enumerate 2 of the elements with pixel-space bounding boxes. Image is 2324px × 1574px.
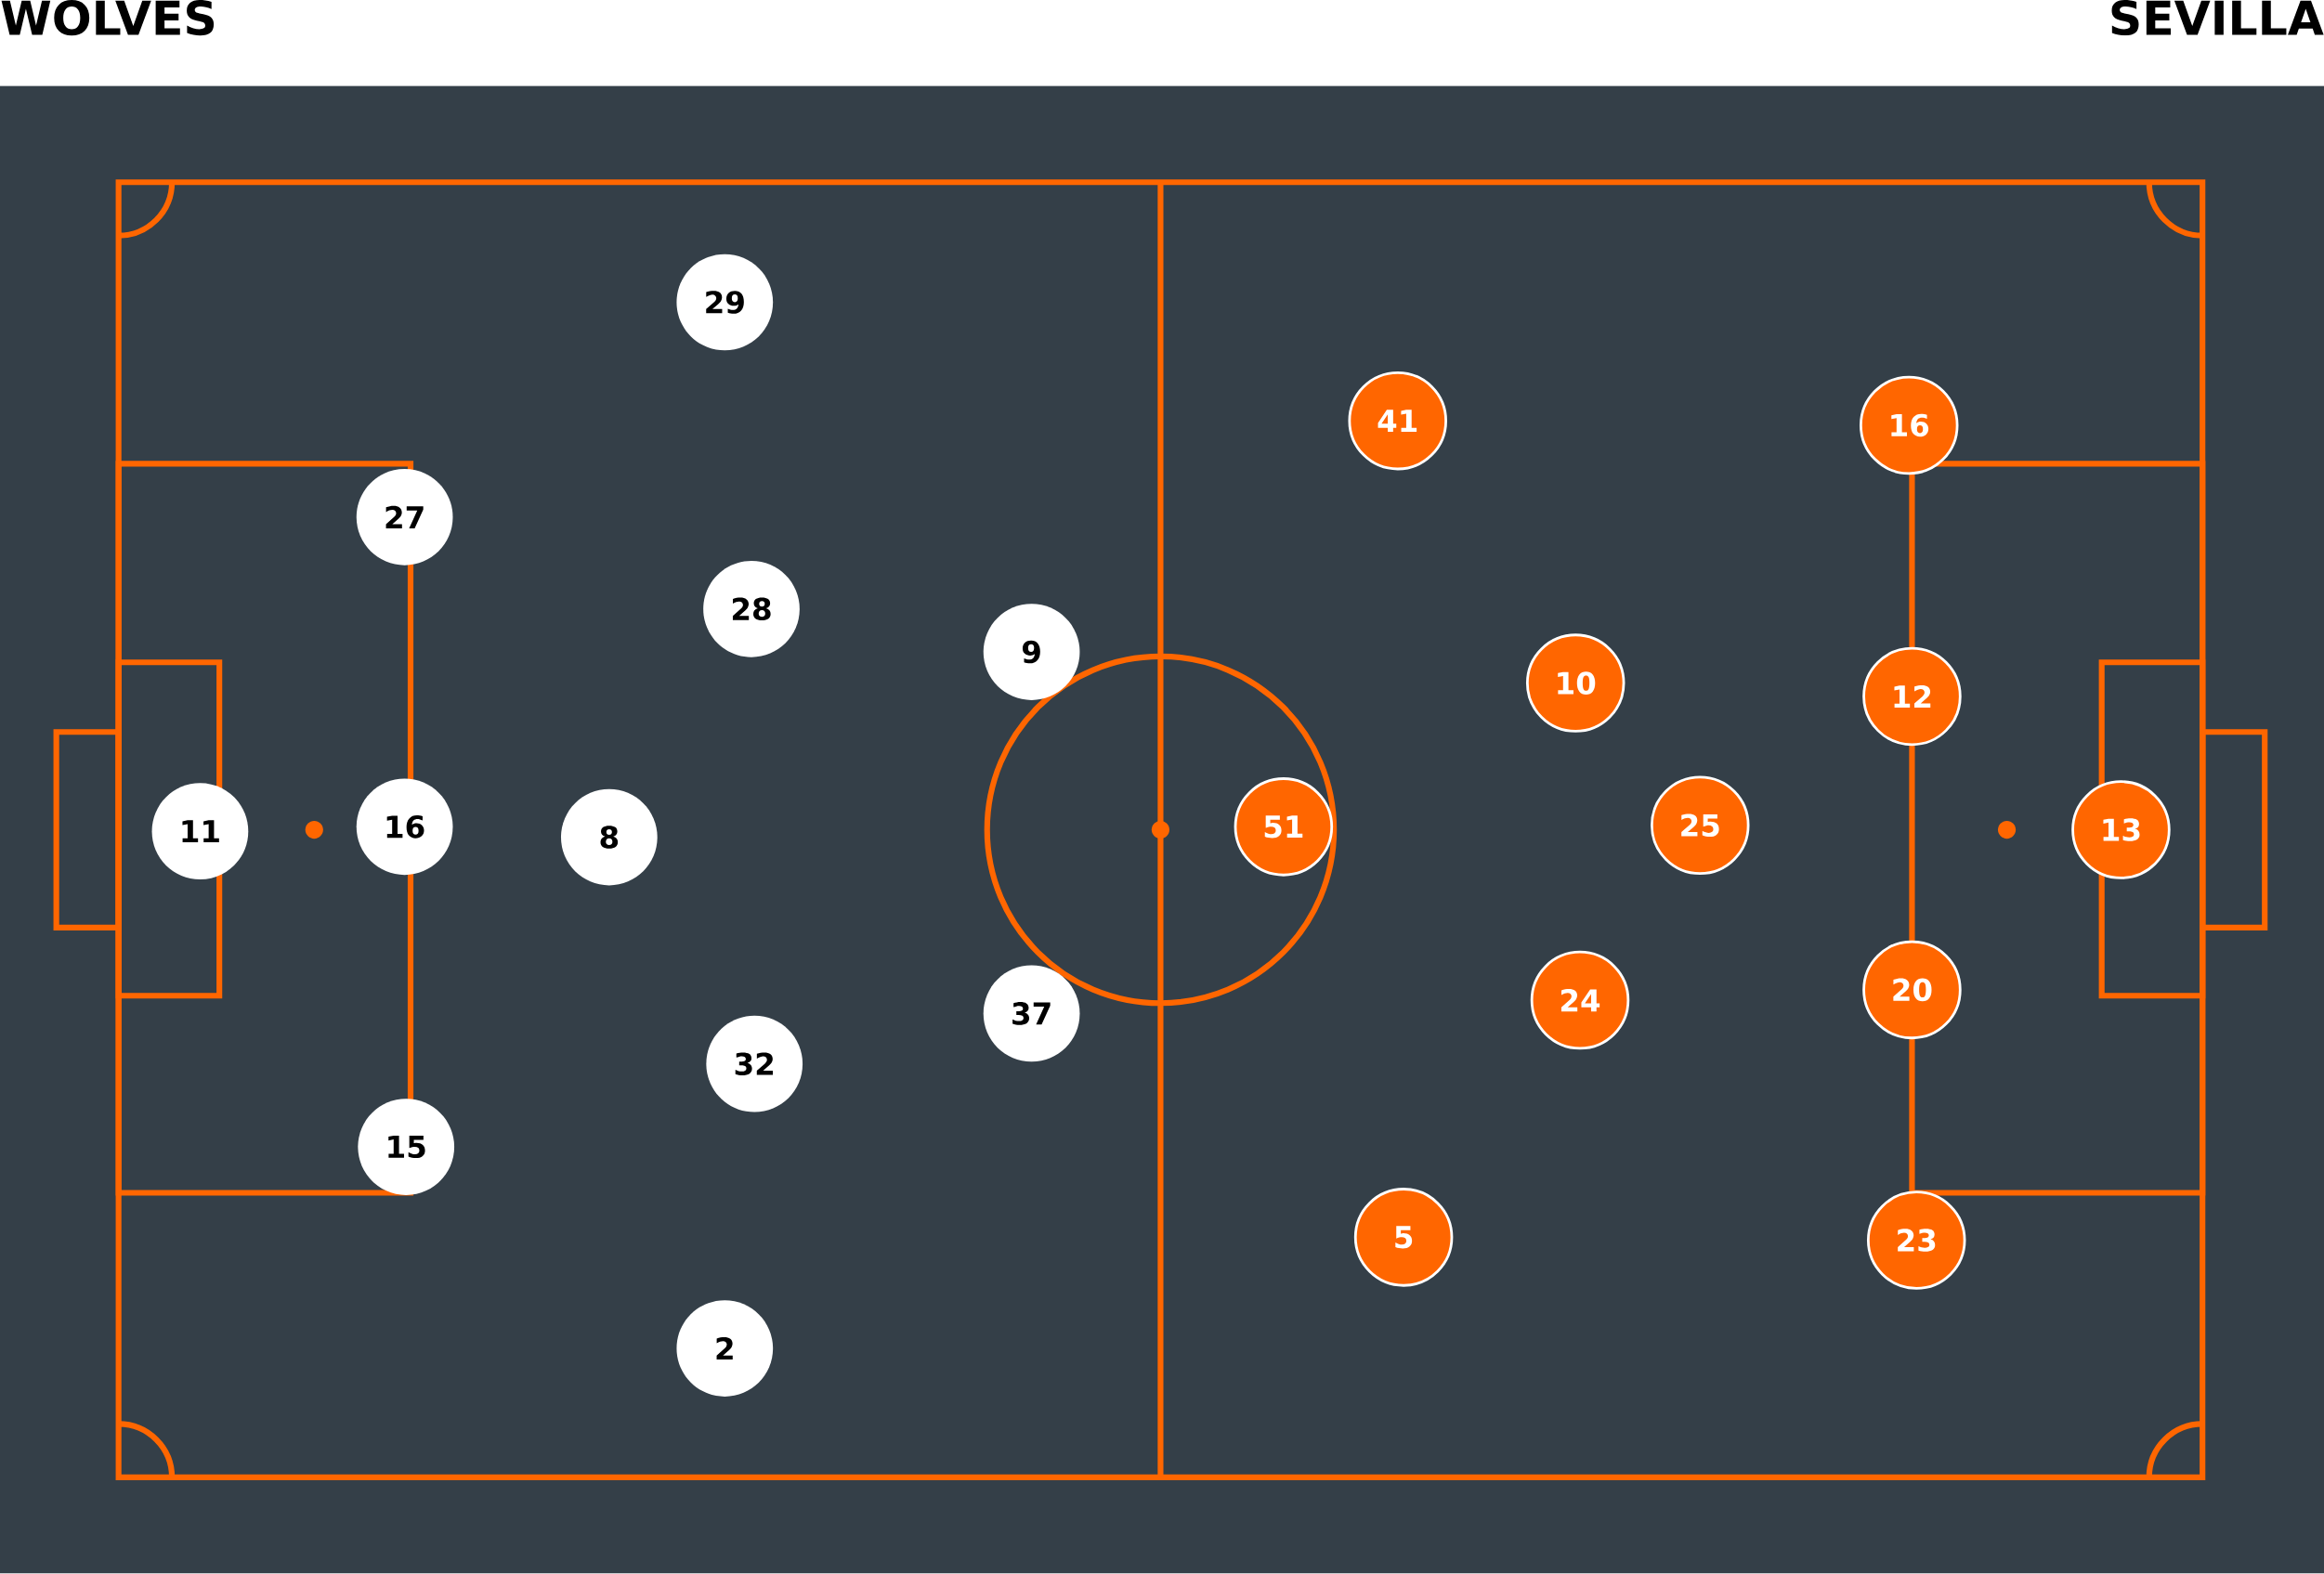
team-name: WOLVES xyxy=(1,0,215,36)
team-name: SEVILLA xyxy=(2111,0,2324,36)
